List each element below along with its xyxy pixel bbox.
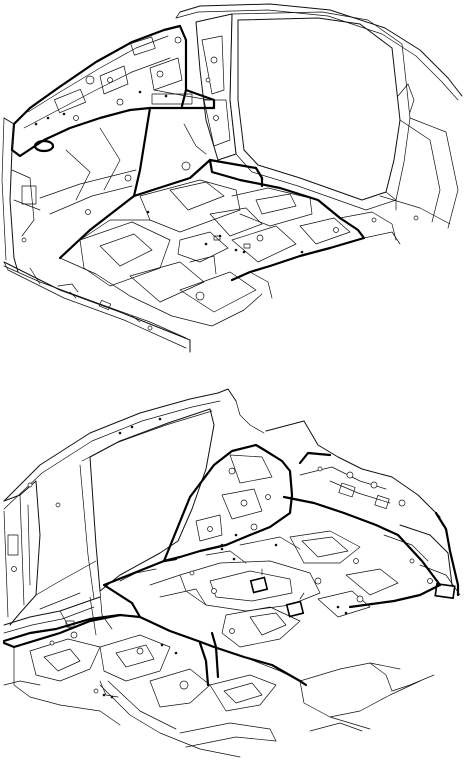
rear-view-lower-body bbox=[3, 510, 435, 692]
rocker-sill bbox=[3, 261, 191, 353]
rear-door-opening bbox=[79, 408, 215, 636]
rear-floor-detail bbox=[149, 530, 399, 648]
front-interior-view bbox=[0, 0, 465, 372]
rear-view-rocker bbox=[2, 596, 122, 643]
hinge-pillar bbox=[195, 13, 237, 161]
rear-panel-right bbox=[383, 511, 461, 600]
roof-rail bbox=[175, 3, 463, 101]
front-floor-highlight bbox=[58, 106, 366, 282]
right-floor-edge bbox=[339, 191, 451, 245]
wheelhouse-trim-highlight bbox=[162, 443, 294, 563]
rear-view-front-floor bbox=[3, 631, 421, 758]
dash-panel-highlight bbox=[10, 24, 216, 158]
rear-interior-drawing bbox=[2, 388, 461, 758]
rear-interior-view bbox=[0, 385, 465, 767]
front-interior-drawing bbox=[1, 3, 463, 353]
left-body-side bbox=[1, 117, 41, 273]
rear-shelf bbox=[265, 420, 441, 518]
rear-lower-reinforcement bbox=[179, 722, 363, 748]
front-floor-detail bbox=[39, 123, 351, 327]
rear-roof-rail bbox=[3, 388, 265, 510]
front-sill-lines bbox=[3, 265, 187, 339]
wheelhouse-trim-detail bbox=[195, 454, 273, 547]
b-pillar bbox=[3, 480, 61, 626]
rear-floor-highlight bbox=[2, 495, 442, 687]
dash-panel-detail bbox=[23, 35, 211, 129]
door-opening bbox=[229, 11, 459, 229]
